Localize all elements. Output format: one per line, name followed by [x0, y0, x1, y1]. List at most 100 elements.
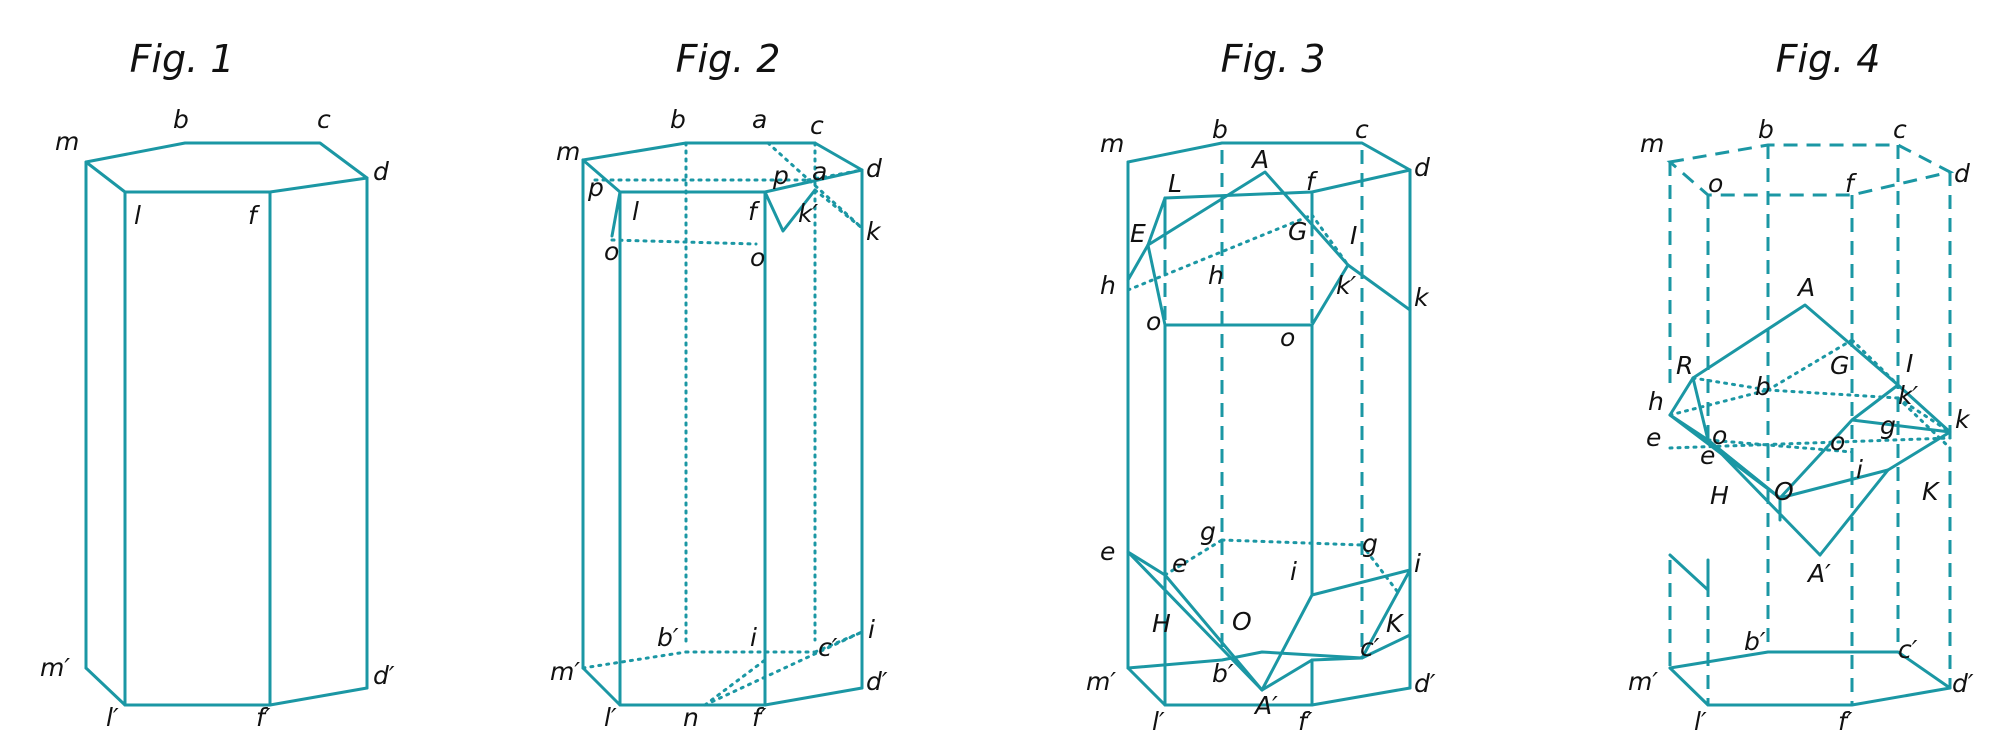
- vertex-label: o: [750, 243, 765, 272]
- vertex-label: k: [1414, 283, 1430, 312]
- vertex-label: c: [1355, 115, 1369, 144]
- figure-4-vertex-labels: m b c o f d A R G I h b k′ k g e o o e i…: [1628, 115, 1974, 736]
- vertex-label: k: [1955, 405, 1971, 434]
- vertex-label: a: [812, 157, 827, 186]
- vertex-label: c: [317, 105, 331, 134]
- vertex-label: d: [1954, 159, 1970, 188]
- vertex-label: A′: [1806, 559, 1831, 588]
- figure-1: Fig. 1 m b c d l f m′ l′ f′ d′: [40, 37, 395, 732]
- vertex-label: o: [1708, 169, 1723, 198]
- figure-4-title: Fig. 4: [1776, 37, 1881, 81]
- vertex-label: m′: [1628, 667, 1658, 696]
- vertex-label: m′: [1086, 667, 1116, 696]
- vertex-label: A: [1250, 145, 1269, 174]
- vertex-label: g: [1362, 529, 1378, 558]
- vertex-label: l′: [604, 703, 617, 732]
- vertex-label: b: [1755, 372, 1771, 401]
- vertex-label: f′: [1838, 707, 1853, 736]
- vertex-label: l′: [1152, 707, 1165, 736]
- vertex-label: c′: [1898, 635, 1918, 664]
- vertex-label: f′: [1298, 707, 1313, 736]
- vertex-label: l: [632, 197, 639, 226]
- vertex-label: e: [1700, 441, 1715, 470]
- vertex-label: h: [1648, 387, 1664, 416]
- vertex-label: d: [1414, 153, 1430, 182]
- vertex-label: e: [1646, 423, 1661, 452]
- figure-2: Fig. 2 m b: [550, 37, 888, 732]
- vertex-label: l: [134, 201, 141, 230]
- vertex-label: o: [1146, 307, 1161, 336]
- vertex-label: H: [1152, 609, 1171, 638]
- vertex-label: o: [1830, 427, 1845, 456]
- figure-3-hidden-edges: [1163, 150, 1364, 658]
- vertex-label: b: [173, 105, 189, 134]
- figure-3-construction-lines: [1126, 213, 1402, 597]
- figure-2-vertex-labels: m b a c d p l f p a k′ k o o b′ i c′ i m…: [550, 105, 888, 732]
- vertex-label: n: [683, 703, 699, 732]
- vertex-label: c: [810, 111, 824, 140]
- vertex-label: f: [748, 197, 760, 226]
- vertex-label: g: [1200, 517, 1216, 546]
- figure-3-title: Fig. 3: [1221, 37, 1326, 81]
- vertex-label: k′: [798, 199, 818, 228]
- vertex-label: o: [604, 237, 619, 266]
- vertex-label: i: [750, 623, 757, 652]
- vertex-label: c′: [818, 633, 838, 662]
- vertex-label: E: [1130, 219, 1146, 248]
- vertex-label: f: [248, 201, 260, 230]
- vertex-label: m: [556, 137, 580, 166]
- vertex-label: G: [1288, 217, 1307, 246]
- vertex-label: i: [868, 615, 875, 644]
- figure-3-prism: [1126, 141, 1412, 707]
- vertex-label: f: [1845, 169, 1857, 198]
- vertex-label: O: [1774, 477, 1794, 506]
- vertex-label: i: [1414, 549, 1421, 578]
- vertex-label: f′: [752, 703, 767, 732]
- vertex-label: b′: [657, 623, 679, 652]
- vertex-label: K: [1922, 477, 1941, 506]
- vertex-label: e: [1100, 537, 1115, 566]
- figure-2-construction-lines: [581, 141, 864, 707]
- vertex-label: m: [1640, 129, 1664, 158]
- vertex-label: e: [1172, 549, 1187, 578]
- vertex-label: m: [55, 127, 79, 156]
- vertex-label: K: [1386, 609, 1405, 638]
- vertex-label: g: [1880, 411, 1896, 440]
- vertex-label: b: [1758, 115, 1774, 144]
- vertex-label: f′: [256, 703, 271, 732]
- figure-1-title: Fig. 1: [130, 37, 235, 81]
- figure-3-vertex-labels: m b c d L A f E G I h h k′ k o o g g e e…: [1086, 115, 1436, 736]
- vertex-label: i: [1290, 557, 1297, 586]
- vertex-label: h: [1208, 261, 1224, 290]
- vertex-label: m′: [550, 657, 580, 686]
- vertex-label: I: [1350, 221, 1357, 250]
- vertex-label: d′: [1952, 669, 1974, 698]
- figure-1-prism: [84, 141, 369, 707]
- vertex-label: d: [866, 154, 882, 183]
- vertex-label: b: [1212, 115, 1228, 144]
- vertex-label: A: [1796, 273, 1815, 302]
- vertex-label: c′: [1360, 633, 1380, 662]
- vertex-label: H: [1710, 481, 1729, 510]
- vertex-label: o: [1280, 323, 1295, 352]
- figure-4-construction-lines: [1668, 338, 1952, 454]
- vertex-label: l′: [106, 703, 119, 732]
- vertex-label: b: [670, 105, 686, 134]
- vertex-label: k′: [1336, 271, 1356, 300]
- figure-4: Fig. 4: [1628, 37, 1974, 736]
- vertex-label: b′: [1744, 627, 1766, 656]
- vertex-label: R: [1676, 351, 1693, 380]
- vertex-label: k′: [1898, 381, 1918, 410]
- vertex-label: L: [1168, 169, 1182, 198]
- vertex-label: i: [1856, 455, 1863, 484]
- figure-1-vertex-labels: m b c d l f m′ l′ f′ d′: [40, 105, 395, 732]
- vertex-label: b′: [1212, 659, 1234, 688]
- figure-2-prism: [581, 141, 864, 707]
- vertex-label: h: [1100, 271, 1116, 300]
- vertex-label: I: [1906, 349, 1913, 378]
- vertex-label: c: [1893, 115, 1907, 144]
- vertex-label: m: [1100, 129, 1124, 158]
- vertex-label: d′: [373, 661, 395, 690]
- vertex-label: d: [373, 157, 389, 186]
- vertex-label: o: [1712, 421, 1727, 450]
